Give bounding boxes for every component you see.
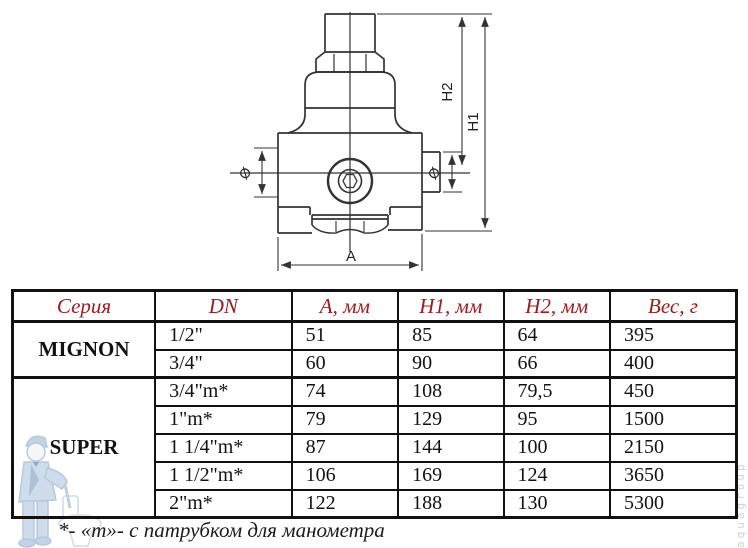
- cell-weight: 450: [608, 376, 738, 407]
- col-header-series: Серия: [11, 289, 157, 323]
- header-row: Серия DN A, мм H1, мм H2, мм Вес, г: [11, 289, 738, 323]
- col-header-weight: Вес, г: [608, 289, 738, 323]
- cell-weight: 395: [608, 320, 738, 351]
- spec-table: Серия DN A, мм H1, мм H2, мм Вес, г MIGN…: [11, 289, 738, 519]
- cell-a: 51: [290, 320, 400, 351]
- cell-h1: 129: [397, 404, 505, 435]
- centerlines: [230, 12, 470, 252]
- series-mignon: MIGNON: [11, 320, 157, 379]
- cell-h1: 108: [397, 376, 505, 407]
- cell-h2: 100: [502, 432, 611, 463]
- cell-dn: 1 1/4"m*: [154, 432, 293, 463]
- dim-label-diameter-left: Ø: [235, 164, 254, 182]
- cell-dn: 1 1/2"m*: [154, 460, 293, 491]
- dim-label-h1: H1: [465, 112, 482, 131]
- table-row: 1 1/4"m* 87 144 100 2150: [13, 432, 738, 463]
- col-header-dn: DN: [154, 289, 293, 323]
- cell-h1: 90: [397, 348, 505, 379]
- cell-weight: 2150: [608, 432, 738, 463]
- table-row: 1"m* 79 129 95 1500: [13, 404, 738, 435]
- cell-h1: 169: [397, 460, 505, 491]
- cell-h1: 85: [397, 320, 505, 351]
- cell-h2: 130: [502, 488, 611, 519]
- cell-h2: 95: [502, 404, 611, 435]
- col-header-a: A, мм: [290, 289, 400, 323]
- cell-a: 122: [290, 488, 400, 519]
- cell-a: 87: [290, 432, 400, 463]
- dim-label-a: A: [346, 248, 356, 265]
- table-row: MIGNON 1/2" 51 85 64 395: [11, 320, 738, 379]
- cell-h2: 66: [502, 348, 611, 379]
- cell-a: 79: [290, 404, 400, 435]
- cell-weight: 3650: [608, 460, 738, 491]
- series-super: SUPER: [11, 376, 157, 519]
- valve-technical-drawing: H2 H1 A Ø Ø: [230, 12, 492, 271]
- cell-weight: 1500: [608, 404, 738, 435]
- cell-h1: 188: [397, 488, 505, 519]
- footnote: *- «т»- с патрубком для манометра: [58, 518, 385, 542]
- cell-a: 106: [290, 460, 400, 491]
- table-row: 3/4" 60 90 66 400: [13, 348, 738, 379]
- cell-dn: 1/2": [154, 320, 293, 351]
- cell-h2: 79,5: [502, 376, 611, 407]
- cell-h2: 64: [502, 320, 611, 351]
- table-row: 2"m* 122 188 130 5300: [13, 488, 738, 519]
- cell-a: 74: [290, 376, 400, 407]
- cell-h1: 144: [397, 432, 505, 463]
- col-header-h1: H1, мм: [397, 289, 505, 323]
- table-row: SUPER 3/4"m* 74 108 79,5 450: [11, 376, 738, 519]
- col-header-h2: H2, мм: [502, 289, 611, 323]
- cell-dn: 1"m*: [154, 404, 293, 435]
- cell-weight: 400: [608, 348, 738, 379]
- cell-h2: 124: [502, 460, 611, 491]
- cell-dn: 2"m*: [154, 488, 293, 519]
- cell-weight: 5300: [608, 488, 738, 519]
- cell-a: 60: [290, 348, 400, 379]
- table-row: 1 1/2"m* 106 169 124 3650: [13, 460, 738, 491]
- dim-label-h2: H2: [439, 82, 456, 101]
- cell-dn: 3/4"m*: [154, 376, 293, 407]
- valve-outline: [277, 13, 441, 234]
- cell-dn: 3/4": [154, 348, 293, 379]
- dimension-lines: [254, 13, 492, 271]
